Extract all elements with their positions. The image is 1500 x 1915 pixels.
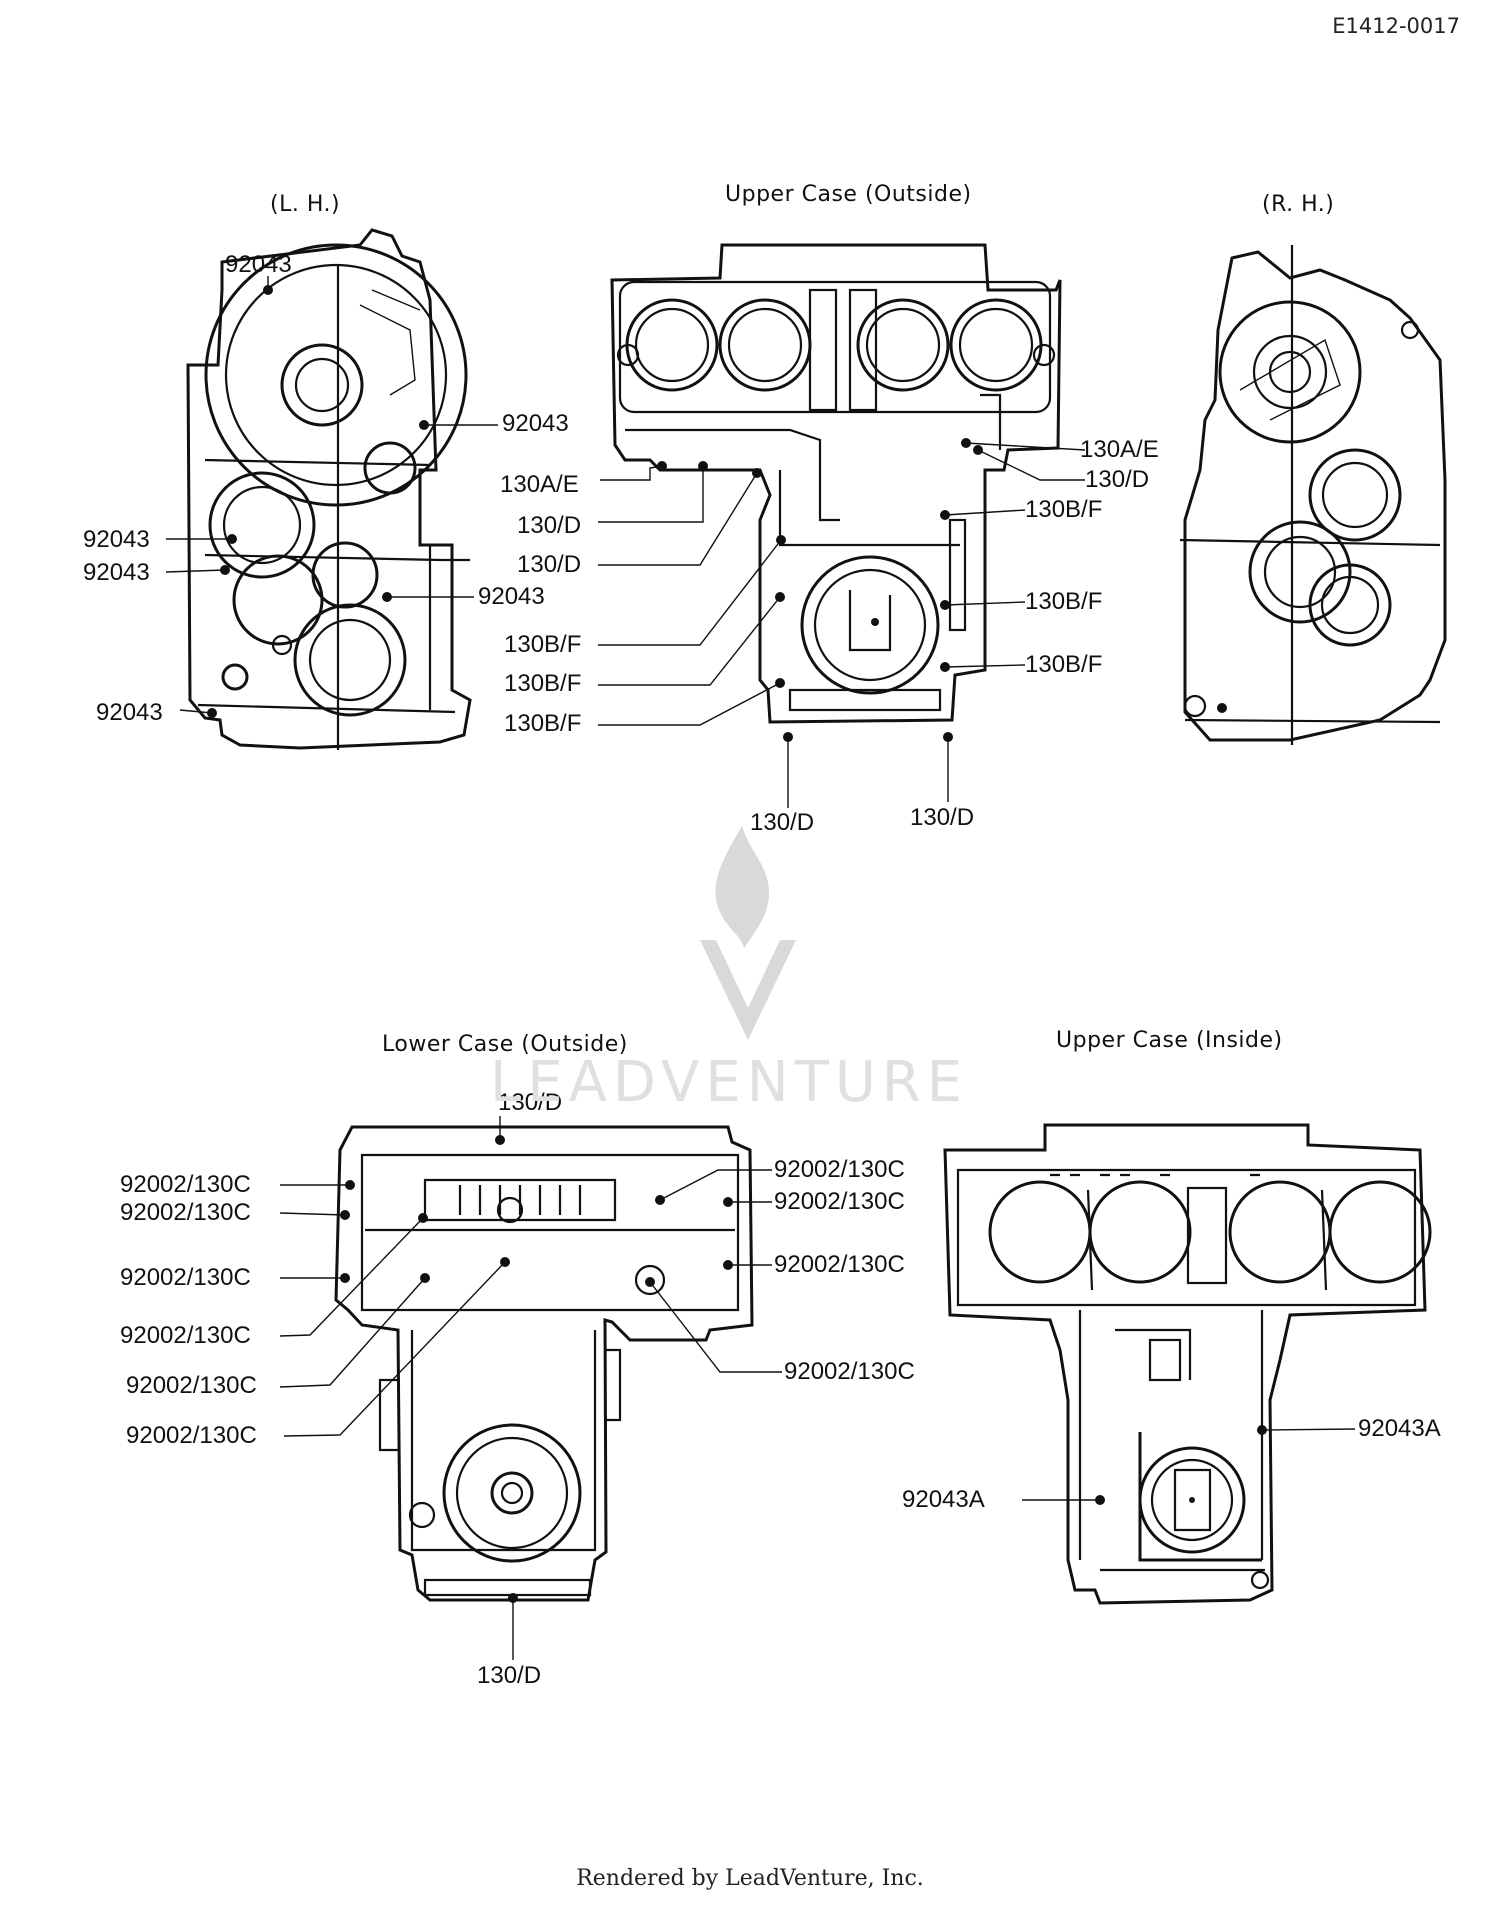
part-label: 92002/130C (774, 1251, 905, 1278)
part-label: 92043 (83, 526, 150, 553)
part-label: 130/D (750, 809, 815, 836)
part-label: 130/D (910, 804, 975, 831)
part-label: 92002/130C (784, 1358, 915, 1385)
part-label: 92002/130C (120, 1264, 251, 1291)
part-label: 92002/130C (120, 1171, 251, 1198)
part-label: 92002/130C (126, 1422, 257, 1449)
watermark-logo (700, 826, 796, 1040)
part-label: 130/D (477, 1662, 542, 1689)
section-title-lh: (L. H.) (270, 192, 341, 217)
part-label: 130B/F (1025, 651, 1103, 678)
upper-outside-leaders (598, 442, 1086, 808)
lower-outside-drawing (334, 1125, 754, 1603)
section-title-rh: (R. H.) (1262, 192, 1335, 217)
part-label: 92002/130C (120, 1322, 251, 1349)
part-label: 92043A (1358, 1415, 1441, 1442)
lh-leaders (165, 276, 498, 714)
part-label: 92043 (225, 251, 292, 278)
part-label: 130B/F (504, 710, 582, 737)
part-label: 92043 (96, 699, 163, 726)
part-label: 130A/E (1080, 436, 1159, 463)
footer-credit: Rendered by LeadVenture, Inc. (576, 1866, 924, 1891)
part-label: 130B/F (504, 631, 582, 658)
part-label: 92043 (502, 410, 569, 437)
part-label: 130/D (1085, 466, 1150, 493)
part-label: 130B/F (1025, 496, 1103, 523)
lh-case-drawing (186, 228, 472, 750)
part-label: 130/D (498, 1089, 563, 1116)
part-label: 92043A (902, 1486, 985, 1513)
lower-outside-leaders (279, 1116, 782, 1660)
watermark-text: LEADVENTURE (490, 1050, 969, 1115)
section-title-upper-case-inside: Upper Case (Inside) (1056, 1028, 1283, 1053)
part-label: 130B/F (1025, 588, 1103, 615)
part-label: 92002/130C (774, 1188, 905, 1215)
section-title-upper-case-outside: Upper Case (Outside) (725, 182, 972, 207)
section-title-lower-case-outside: Lower Case (Outside) (382, 1032, 628, 1057)
part-label: 130A/E (500, 471, 579, 498)
part-label: 130/D (517, 551, 582, 578)
upper-outside-drawing (610, 243, 1062, 742)
document-code: E1412-0017 (1332, 14, 1460, 38)
part-label: 92043 (83, 559, 150, 586)
part-label: 92002/130C (126, 1372, 257, 1399)
part-label: 130B/F (504, 670, 582, 697)
upper-inside-leaders (1022, 1428, 1356, 1501)
part-label: 92002/130C (120, 1199, 251, 1226)
part-label: 92002/130C (774, 1156, 905, 1183)
upper-inside-drawing (943, 1123, 1432, 1605)
part-label: 92043 (478, 583, 545, 610)
rh-case-drawing (1179, 245, 1447, 745)
part-label: 130/D (517, 512, 582, 539)
